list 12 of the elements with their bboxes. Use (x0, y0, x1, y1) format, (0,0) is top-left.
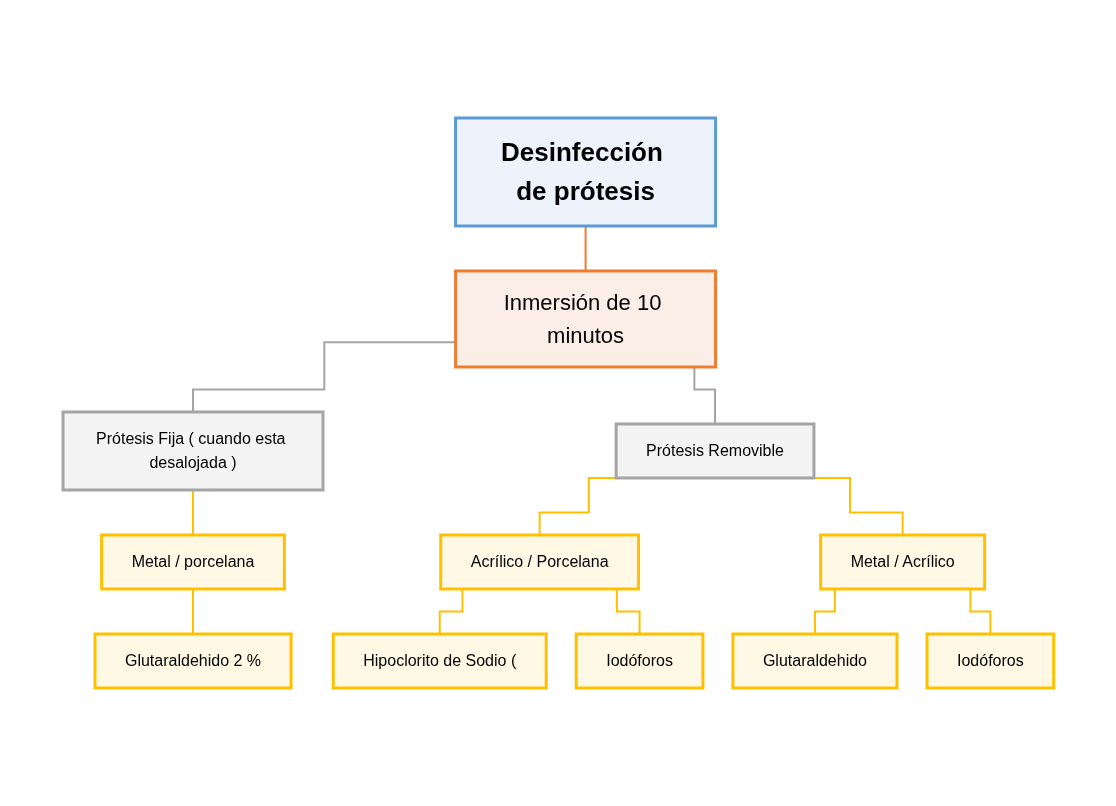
node-box: Prótesis Fija ( cuando esta desalojada ) (61, 410, 325, 492)
node-box: Iodóforos (925, 632, 1055, 690)
node-box: Hipoclorito de Sodio ( (331, 632, 548, 690)
node-box: Acrílico / Porcelana (438, 533, 640, 591)
node-box: Metal / porcelana (99, 533, 286, 591)
node-box: Metal / Acrílico (818, 533, 986, 591)
node-box: Iodóforos (574, 632, 705, 690)
node-box: Glutaraldehido 2 % (93, 632, 293, 690)
node-box: Desinfección de prótesis (453, 116, 717, 228)
node-box: Prótesis Removible (614, 422, 816, 480)
node-box: Inmersión de 10 minutos (453, 269, 717, 369)
node-box: Glutaraldehido (731, 632, 899, 690)
